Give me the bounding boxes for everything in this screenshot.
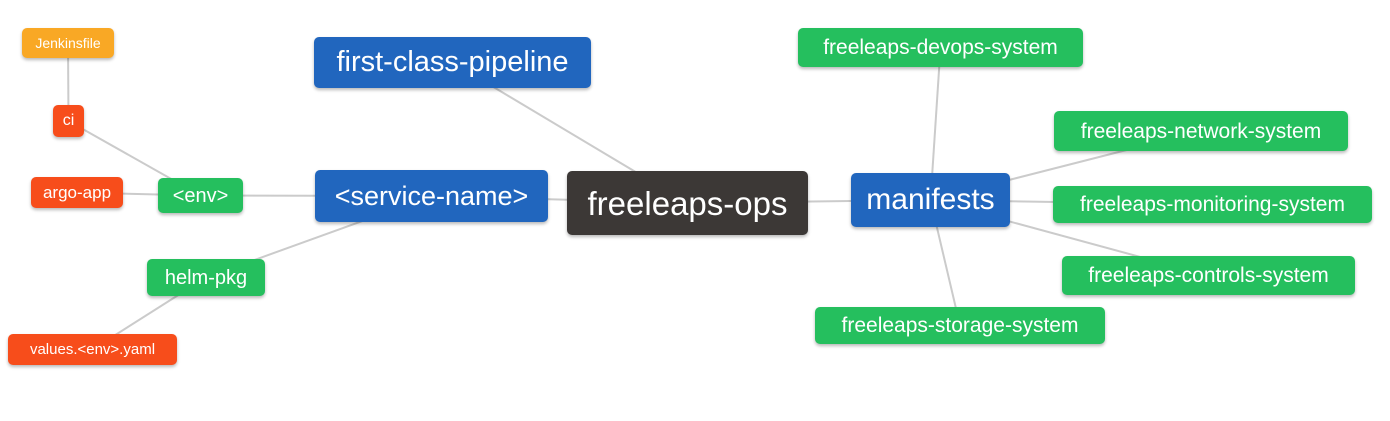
mindmap-node-manifests[interactable]: manifests (851, 173, 1010, 227)
node-label-freeleaps-devops-system: freeleaps-devops-system (823, 36, 1058, 59)
mindmap-node-service-name[interactable]: <service-name> (315, 170, 548, 222)
mindmap-node-freeleaps-storage-system[interactable]: freeleaps-storage-system (815, 307, 1105, 344)
node-label-argo-app: argo-app (42, 183, 112, 202)
node-label-values-env-yaml: values.<env>.yaml (29, 341, 156, 358)
mindmap-node-values-env-yaml[interactable]: values.<env>.yaml (8, 334, 177, 365)
node-label-ci: ci (62, 112, 75, 129)
mindmap-node-env[interactable]: <env> (158, 178, 243, 213)
mindmap-node-freeleaps-ops[interactable]: freeleaps-ops (567, 171, 808, 235)
node-label-freeleaps-monitoring-system: freeleaps-monitoring-system (1080, 193, 1345, 216)
mindmap-node-helm-pkg[interactable]: helm-pkg (147, 259, 265, 296)
mindmap-node-ci[interactable]: ci (53, 105, 84, 137)
mindmap-node-first-class-pipeline[interactable]: first-class-pipeline (314, 37, 591, 88)
mindmap-node-jenkinsfile[interactable]: Jenkinsfile (22, 28, 114, 58)
node-label-manifests: manifests (866, 183, 995, 216)
node-label-freeleaps-network-system: freeleaps-network-system (1080, 119, 1322, 143)
node-label-freeleaps-ops: freeleaps-ops (587, 184, 788, 222)
mindmap-node-freeleaps-controls-system[interactable]: freeleaps-controls-system (1062, 256, 1355, 295)
mindmap-node-freeleaps-network-system[interactable]: freeleaps-network-system (1054, 111, 1348, 151)
node-label-service-name: <service-name> (334, 180, 529, 211)
node-label-jenkinsfile: Jenkinsfile (35, 35, 101, 51)
node-label-helm-pkg: helm-pkg (164, 266, 248, 289)
node-label-freeleaps-controls-system: freeleaps-controls-system (1088, 264, 1329, 287)
node-label-first-class-pipeline: first-class-pipeline (336, 46, 569, 78)
mindmap-node-argo-app[interactable]: argo-app (31, 177, 123, 208)
mindmap-node-freeleaps-devops-system[interactable]: freeleaps-devops-system (798, 28, 1083, 67)
mindmap-node-freeleaps-monitoring-system[interactable]: freeleaps-monitoring-system (1053, 186, 1372, 223)
node-label-freeleaps-storage-system: freeleaps-storage-system (841, 314, 1079, 337)
node-label-env: <env> (172, 184, 229, 207)
